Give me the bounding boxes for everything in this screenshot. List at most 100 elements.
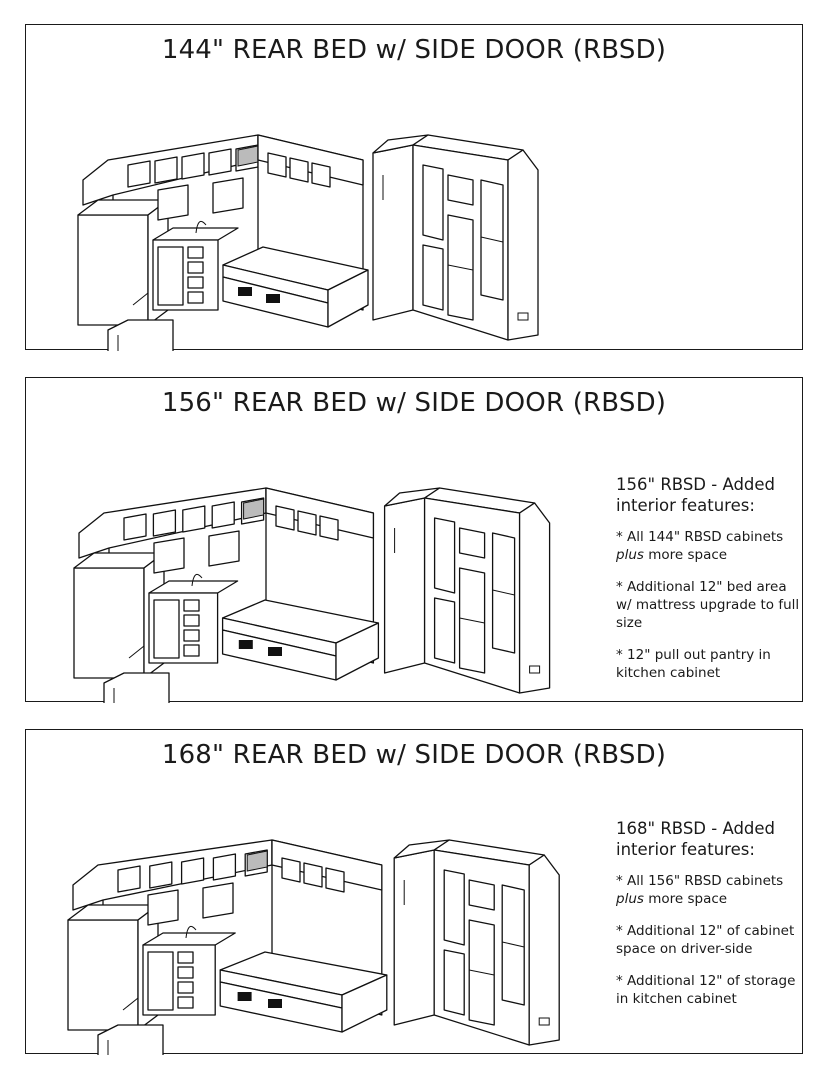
side-upper-door — [325, 867, 345, 893]
layout-panel-144: 144" REAR BED w/ SIDE DOOR (RBSD) — [25, 24, 803, 351]
side-upper-door — [297, 510, 317, 536]
entry-cabinet — [73, 567, 145, 679]
layout-panel-168: 168" REAR BED w/ SIDE DOOR (RBSD) 168" R… — [25, 729, 803, 1055]
kitchen-drawer — [183, 644, 200, 657]
closet-cabinet — [372, 144, 414, 321]
step-box — [97, 1024, 164, 1055]
bed-storage-vent — [237, 992, 252, 1001]
kitchen-drawer — [187, 291, 204, 304]
pantry-door — [443, 869, 465, 946]
side-upper-door — [267, 152, 287, 178]
bed-storage-vent — [238, 287, 252, 296]
bed-storage-vent — [268, 647, 282, 656]
upper-cabinet-door — [212, 853, 237, 881]
bath-door-panel — [480, 236, 504, 243]
side-upper-band — [271, 839, 383, 891]
access-panel — [538, 1017, 550, 1026]
panel-title: 144" REAR BED w/ SIDE DOOR (RBSD) — [161, 35, 667, 65]
upper-cabinet-door — [181, 152, 205, 180]
pantry-door — [433, 517, 456, 594]
vent-grille — [246, 850, 268, 872]
upper-cabinet-door — [117, 865, 141, 893]
fridge-divider — [459, 617, 485, 624]
features-list: 156" RBSD - Added interior features: * A… — [616, 474, 801, 696]
feature-note-2: * Additional 12" of cabinet space on dri… — [616, 923, 795, 957]
feature-note-2: * Additional 12" bed area w/ mattress up… — [616, 579, 800, 631]
pantry-door — [422, 164, 444, 241]
side-upper-door — [319, 515, 339, 541]
step-box — [103, 672, 170, 703]
side-upper-door — [303, 862, 323, 888]
side-upper-door — [275, 505, 295, 531]
faucet — [191, 573, 203, 587]
microwave — [447, 174, 474, 206]
kitchen-drawer — [183, 599, 200, 612]
fridge-divider — [447, 264, 474, 271]
vent-grille — [243, 498, 265, 520]
side-upper-band — [257, 134, 364, 186]
window-left — [157, 184, 189, 221]
fridge-divider — [469, 969, 495, 976]
window-right — [202, 882, 234, 919]
features-list: 168" RBSD - Added interior features: * A… — [616, 818, 801, 1022]
features-heading: 156" RBSD - Added interior features: — [616, 475, 776, 515]
tower-end — [528, 854, 560, 1046]
upper-cabinet-door — [154, 156, 178, 184]
bed-storage-vent — [238, 640, 253, 649]
side-upper-door — [289, 157, 309, 183]
entry-cabinet — [77, 214, 149, 326]
upper-cabinet-door — [152, 509, 177, 537]
window-right — [212, 177, 244, 214]
microwave — [458, 527, 486, 559]
window-left — [147, 889, 179, 926]
kitchen-drawer — [177, 966, 194, 979]
upper-cabinet-door — [149, 861, 173, 889]
faucet — [185, 925, 197, 939]
interior-drawing-156 — [73, 487, 551, 703]
bath-door-panel — [502, 941, 525, 948]
faucet — [195, 220, 207, 234]
features-heading: 168" RBSD - Added interior features: — [616, 819, 776, 859]
feature-note-3: * Additional 12" of storage in kitchen c… — [616, 973, 796, 1007]
side-upper-door — [311, 162, 331, 188]
access-panel — [529, 665, 541, 674]
side-upper-band — [265, 487, 375, 539]
closet-cabinet — [383, 497, 426, 674]
upper-cabinet-door — [127, 160, 151, 188]
kitchen-drawer — [183, 629, 200, 642]
kitchen-drawer — [177, 981, 194, 994]
vent-grille — [237, 145, 259, 167]
microwave — [468, 879, 495, 911]
feature-note-1: * All 144" RBSD cabinets plus more space — [616, 529, 784, 563]
window-right — [208, 530, 240, 567]
tower-end — [518, 502, 551, 694]
panel-title: 168" REAR BED w/ SIDE DOOR (RBSD) — [161, 740, 667, 770]
feature-note-1: * All 156" RBSD cabinets plus more space — [616, 873, 784, 907]
upper-cabinet-door — [211, 501, 235, 529]
window-left — [153, 537, 185, 574]
kitchen-drawer — [177, 996, 194, 1009]
interior-drawing-168 — [67, 839, 560, 1055]
upper-cabinet-door — [123, 513, 147, 541]
layout-panel-156: 156" REAR BED w/ SIDE DOOR (RBSD) 156" R… — [25, 377, 803, 703]
tower-end — [507, 149, 539, 341]
entry-cabinet — [67, 919, 139, 1031]
kitchen-drawer — [183, 614, 200, 627]
kitchen-drawer — [177, 951, 194, 964]
interior-drawing-144 — [77, 134, 539, 351]
kitchen-door — [157, 246, 184, 306]
kitchen-drawer — [187, 261, 204, 274]
kitchen-door — [153, 599, 180, 659]
upper-cabinet-door — [208, 148, 232, 176]
bed-base-end — [327, 269, 369, 328]
pantry-door-lower — [433, 597, 456, 664]
pantry-door-lower — [443, 949, 465, 1016]
kitchen-door — [147, 951, 174, 1011]
grab-handle — [128, 645, 145, 659]
feature-note-3: * 12" pull out pantry in kitchen cabinet — [616, 647, 771, 681]
grab-handle — [132, 292, 149, 306]
step-box — [107, 319, 174, 351]
upper-cabinet-door — [180, 857, 205, 885]
bed-base-end — [335, 622, 380, 681]
bed-storage-vent — [268, 999, 282, 1008]
